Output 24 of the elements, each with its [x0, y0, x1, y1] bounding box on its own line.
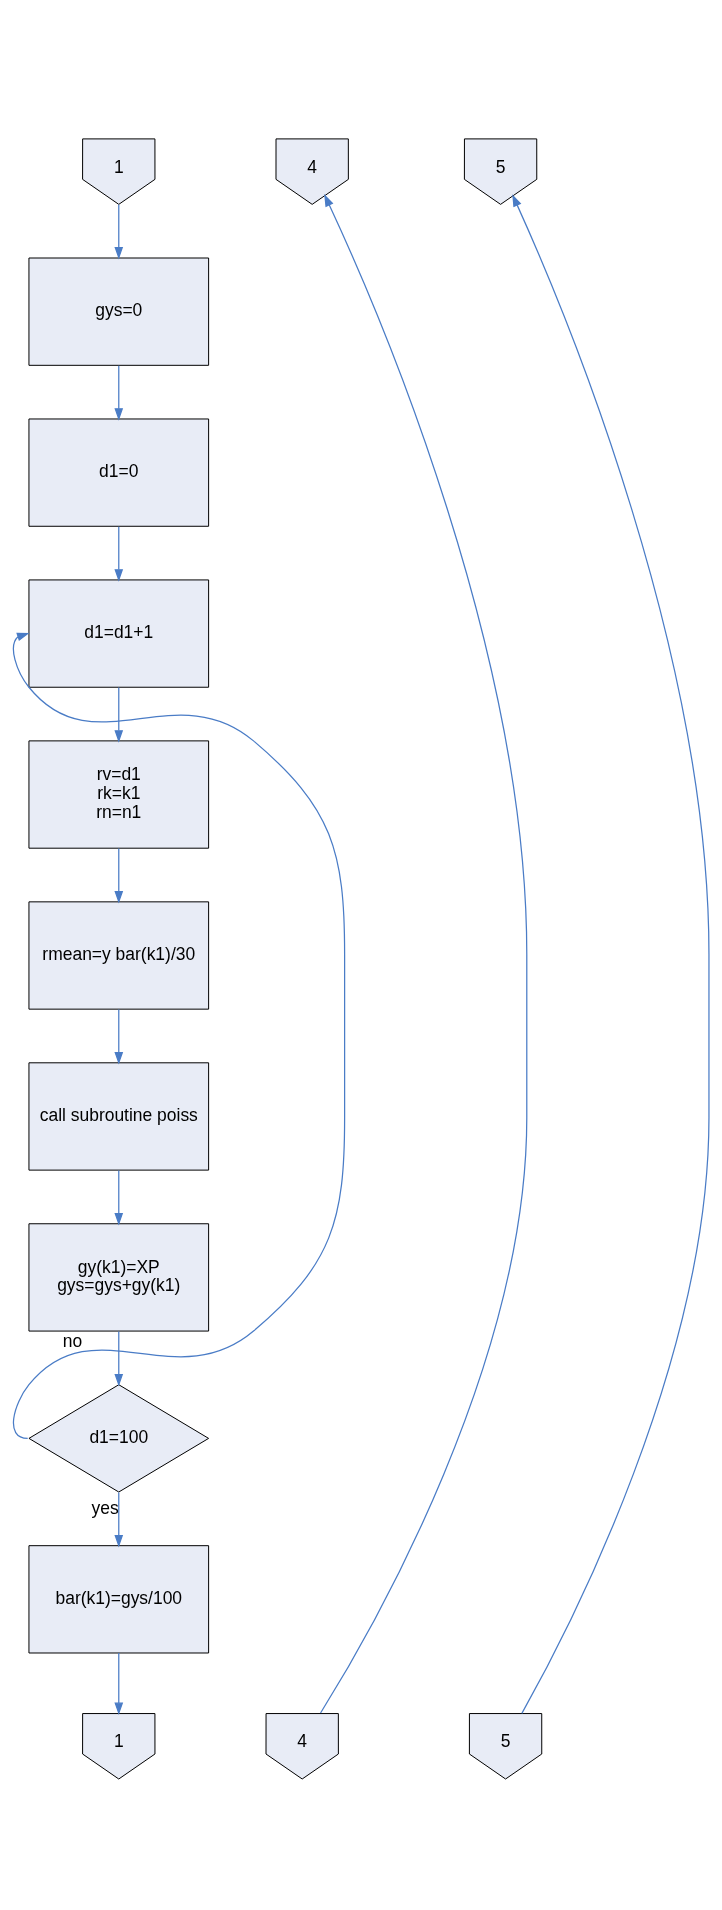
arrow: [114, 1008, 124, 1065]
node-box: d1=0: [28, 417, 210, 527]
arrow: [114, 1330, 124, 1386]
node-box: rv=d1 rk=k1 rn=n1: [28, 739, 210, 849]
arrow: [114, 1491, 124, 1547]
edge-label: no: [62, 1330, 83, 1351]
edge-label: yes: [91, 1497, 119, 1518]
arrow: [114, 1169, 124, 1226]
arrow: [114, 1651, 124, 1715]
node-diamond: d1=100: [28, 1383, 210, 1493]
arrow: [12, 632, 346, 1439]
arrow: [114, 364, 124, 421]
arrow: [319, 193, 528, 1714]
node-box: rmean=y bar(k1)/30: [28, 900, 210, 1010]
arrow: [114, 203, 124, 259]
arrow: [114, 847, 124, 904]
node-box: gy(k1)=XP gys=gys+gy(k1): [28, 1222, 210, 1332]
node-box: bar(k1)=gys/100: [28, 1544, 210, 1653]
node-box: d1=d1+1: [28, 578, 210, 688]
arrow: [512, 193, 710, 1714]
arrow: [114, 525, 124, 582]
node-box: gys=0: [28, 257, 210, 366]
arrow: [114, 686, 124, 743]
node-box: call subroutine poiss: [28, 1061, 210, 1171]
